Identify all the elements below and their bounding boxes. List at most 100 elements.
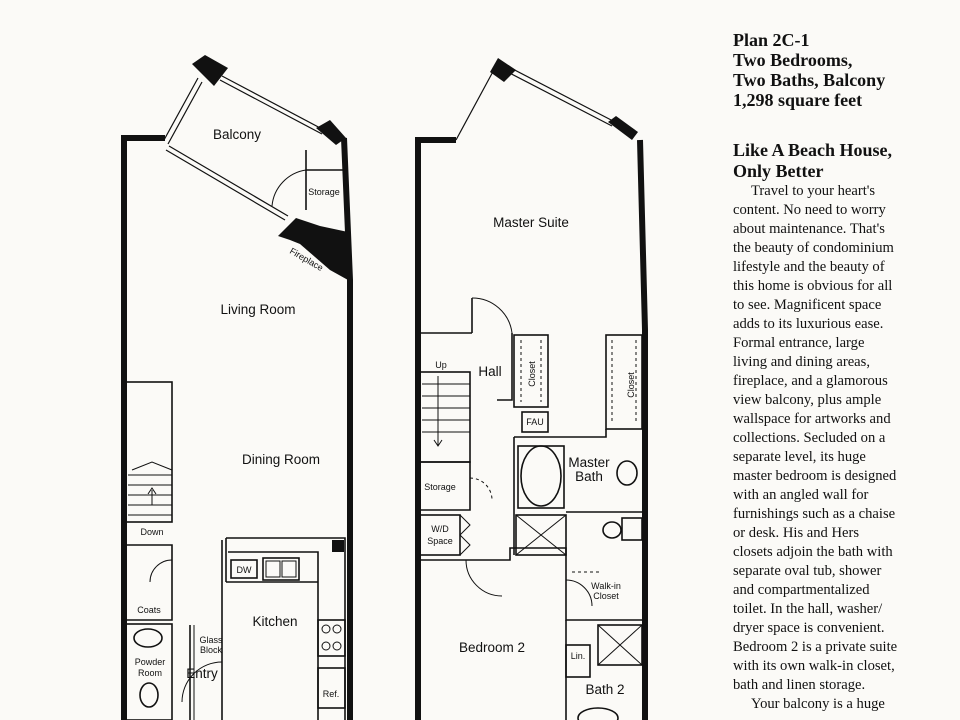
coats-label: Coats xyxy=(137,605,161,615)
bath-2-shower xyxy=(597,624,643,666)
subheading-line-1: Like A Beach House, xyxy=(733,140,893,160)
bedroom-2-top-wall xyxy=(420,547,567,561)
glass-block-label-2: Block xyxy=(200,645,223,655)
oval-tub-icon xyxy=(520,445,562,507)
kitchen-sink-icon xyxy=(262,557,300,581)
storage-door-swing-upper xyxy=(469,477,493,501)
body-line: furnishings such as a chaise xyxy=(733,506,896,522)
linen-closet xyxy=(565,644,591,678)
closet-left-label: Closet xyxy=(527,361,537,387)
body-line: with its own walk-in closet, xyxy=(733,658,895,674)
powder-toilet-icon xyxy=(139,682,159,708)
body-line: lifestyle and the beauty of xyxy=(733,259,885,275)
lower-level-walls xyxy=(121,135,165,720)
body-line: master bedroom is designed xyxy=(733,468,897,484)
ref-label: Ref. xyxy=(323,689,340,699)
bath-2-sink-icon xyxy=(577,707,619,720)
body-line: toilet. In the hall, washer/ xyxy=(733,601,883,617)
upper-storage-walls xyxy=(420,461,471,511)
floor-plan-diagram: Balcony Storage Fireplace Living Room Di… xyxy=(121,55,648,720)
body-line: closets adjoin the bath with xyxy=(733,544,893,560)
body-line: fireplace, and a glamorous xyxy=(733,373,888,389)
walkin-closet-label-1: Walk-in xyxy=(591,581,621,591)
balcony-label: Balcony xyxy=(213,127,261,142)
coats-door-swing xyxy=(149,559,173,583)
entry-door-swing xyxy=(181,661,223,703)
plan-sqft-line: 1,298 square feet xyxy=(733,90,863,110)
upper-level-plan: Master Suite Up Hall Closet Closet FAU M… xyxy=(415,58,648,720)
body-line: and compartmentalized xyxy=(733,582,870,598)
body-line: adds to its luxurious ease. xyxy=(733,316,884,332)
upper-level-right-wall xyxy=(637,139,648,720)
fireplace-block xyxy=(278,218,348,280)
subheading-line-2: Only Better xyxy=(733,161,824,181)
kitchen-label: Kitchen xyxy=(252,614,297,629)
body-line: about maintenance. That's xyxy=(733,221,885,237)
body-line: Bedroom 2 is a private suite xyxy=(733,639,898,655)
dining-room-label: Dining Room xyxy=(242,452,320,467)
plan-baths-line: Two Baths, Balcony xyxy=(733,70,886,90)
walkin-door-swing xyxy=(565,579,593,607)
body-line: Your balcony is a huge xyxy=(751,696,885,712)
cooktop-icon xyxy=(317,619,346,657)
kitchen-counter xyxy=(225,537,346,720)
body-line: with an angled wall for xyxy=(733,487,869,503)
body-line: living and dining areas, xyxy=(733,354,870,370)
down-label: Down xyxy=(140,527,163,537)
body-line: Formal entrance, large xyxy=(733,335,865,351)
refrigerator xyxy=(317,667,346,709)
glass-block-label-1: Glass xyxy=(199,635,223,645)
powder-room-walls xyxy=(125,623,173,720)
hall-label: Hall xyxy=(478,364,501,379)
master-toilet-icon xyxy=(616,460,638,486)
up-stair xyxy=(419,371,471,463)
master-bath-label-1: Master xyxy=(568,455,610,470)
closet-right xyxy=(605,334,643,430)
wd-space-box xyxy=(419,514,461,556)
powder-room-label-1: Powder xyxy=(135,657,166,667)
balcony-outline xyxy=(163,55,346,221)
bedroom-2-door-swing xyxy=(465,559,503,597)
fau-label: FAU xyxy=(526,417,544,427)
wd-label-2: Space xyxy=(427,536,453,546)
powder-room-label-2: Room xyxy=(138,668,162,678)
storage-closet-walls xyxy=(305,150,345,171)
master-sink-icon xyxy=(602,521,622,539)
shower-icon xyxy=(515,514,567,556)
up-label: Up xyxy=(435,360,447,370)
body-line: separate oval tub, shower xyxy=(733,563,882,579)
master-suite-label: Master Suite xyxy=(493,215,569,230)
bedroom-2-label: Bedroom 2 xyxy=(459,640,525,655)
wd-label-1: W/D xyxy=(431,524,449,534)
body-line: separate level, its huge xyxy=(733,449,866,465)
dw-label: DW xyxy=(237,565,252,575)
entry-label: Entry xyxy=(186,666,218,681)
living-room-label: Living Room xyxy=(220,302,295,317)
body-line: dryer space is convenient. xyxy=(733,620,885,636)
upper-level-walls xyxy=(415,137,456,720)
master-suite-door-swing xyxy=(471,297,513,334)
closet-left xyxy=(513,334,549,408)
fau-box xyxy=(521,411,549,433)
description-body: Travel to your heart's content. No need … xyxy=(733,182,955,714)
lower-level-plan: Balcony Storage Fireplace Living Room Di… xyxy=(121,55,353,720)
linen-label: Lin. xyxy=(571,651,586,661)
down-stair xyxy=(125,381,173,523)
upper-storage-label: Storage xyxy=(424,482,456,492)
coats-closet-walls xyxy=(126,544,173,621)
storage-label: Storage xyxy=(308,187,340,197)
body-line: wallspace for artworks and xyxy=(733,411,891,427)
plan-title-line: Plan 2C-1 xyxy=(733,30,810,50)
body-line: bath and linen storage. xyxy=(733,677,866,693)
body-line: or desk. His and Hers xyxy=(733,525,860,541)
body-line: to see. Magnificent space xyxy=(733,297,882,313)
body-line: collections. Secluded on a xyxy=(733,430,886,446)
storage-door-swing xyxy=(271,169,307,207)
closet-right-label: Closet xyxy=(626,372,636,398)
bath-2-label: Bath 2 xyxy=(585,682,624,697)
plan-bedrooms-line: Two Bedrooms, xyxy=(733,50,853,70)
plan-description-panel: Plan 2C-1 Two Bedrooms, Two Baths, Balco… xyxy=(733,30,955,714)
body-line: this home is obvious for all xyxy=(733,278,893,294)
powder-sink-icon xyxy=(133,628,163,648)
walkin-closet-label-2: Closet xyxy=(593,591,619,601)
